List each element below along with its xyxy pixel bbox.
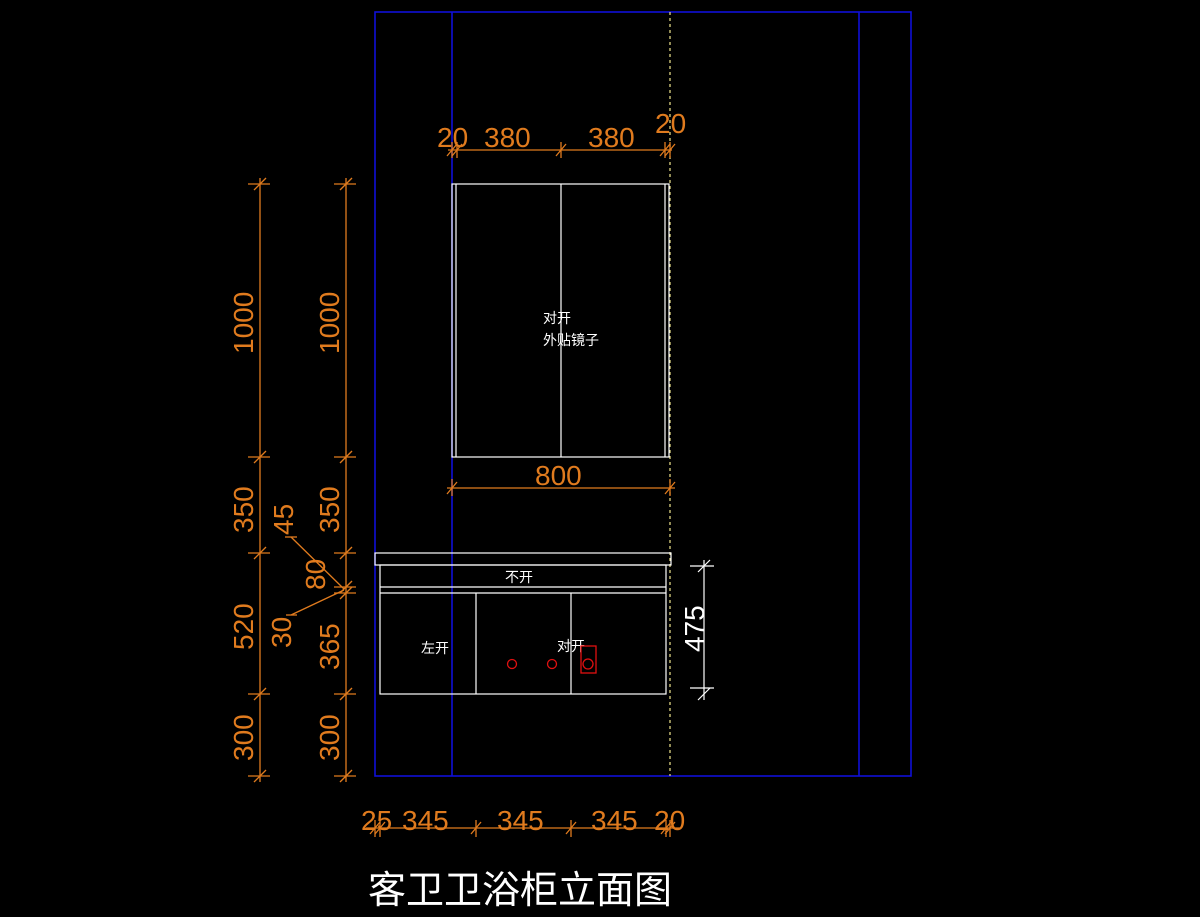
left-inner-dimension <box>334 177 356 783</box>
mirror-dim-1: 20 <box>437 122 468 153</box>
left-outer-dim-2: 350 <box>228 486 259 533</box>
leader-dim-30: 30 <box>266 617 297 648</box>
mirror-dim-3: 380 <box>588 122 635 153</box>
mirror-cabinet <box>451 183 670 458</box>
mirror-label-line1: 对开 <box>543 311 571 327</box>
left-outer-dim-3: 520 <box>228 603 259 650</box>
drawer-label: 不开 <box>505 570 533 586</box>
mirror-dim-4: 20 <box>655 108 686 139</box>
left-inner-dim-4: 365 <box>314 623 345 670</box>
double-door-label: 对开 <box>557 639 585 655</box>
left-outer-dimension <box>248 177 270 783</box>
vanity-height-label: 475 <box>679 605 710 652</box>
left-outer-dim-4: 300 <box>228 714 259 761</box>
bottom-dim-2: 345 <box>402 805 449 836</box>
bottom-dim-1: 25 <box>361 805 392 836</box>
left-inner-dim-2: 350 <box>314 486 345 533</box>
bottom-dim-3: 345 <box>497 805 544 836</box>
mirror-label-line2: 外贴镜子 <box>543 333 599 349</box>
bottom-dim-5: 20 <box>654 805 685 836</box>
bottom-dimension <box>366 820 680 837</box>
vanity-height-dimension <box>690 559 714 701</box>
drawing-title: 客卫卫浴柜立面图 <box>368 868 672 912</box>
left-outer-dim-1: 1000 <box>228 292 259 354</box>
leader-lines <box>285 536 345 616</box>
vanity-cabinet <box>374 552 672 695</box>
mirror-width-dimension <box>446 479 676 496</box>
left-inner-dim-1: 1000 <box>314 292 345 354</box>
left-inner-dim-3: 80 <box>300 559 331 590</box>
leader-dim-45: 45 <box>268 504 299 535</box>
left-inner-dim-5: 300 <box>314 714 345 761</box>
mirror-width-label: 800 <box>535 460 582 491</box>
bottom-dim-4: 345 <box>591 805 638 836</box>
mirror-dim-2: 380 <box>484 122 531 153</box>
plumbing-fixtures <box>506 645 597 674</box>
left-door-label: 左开 <box>421 641 449 657</box>
mirror-top-dimension <box>446 142 676 158</box>
